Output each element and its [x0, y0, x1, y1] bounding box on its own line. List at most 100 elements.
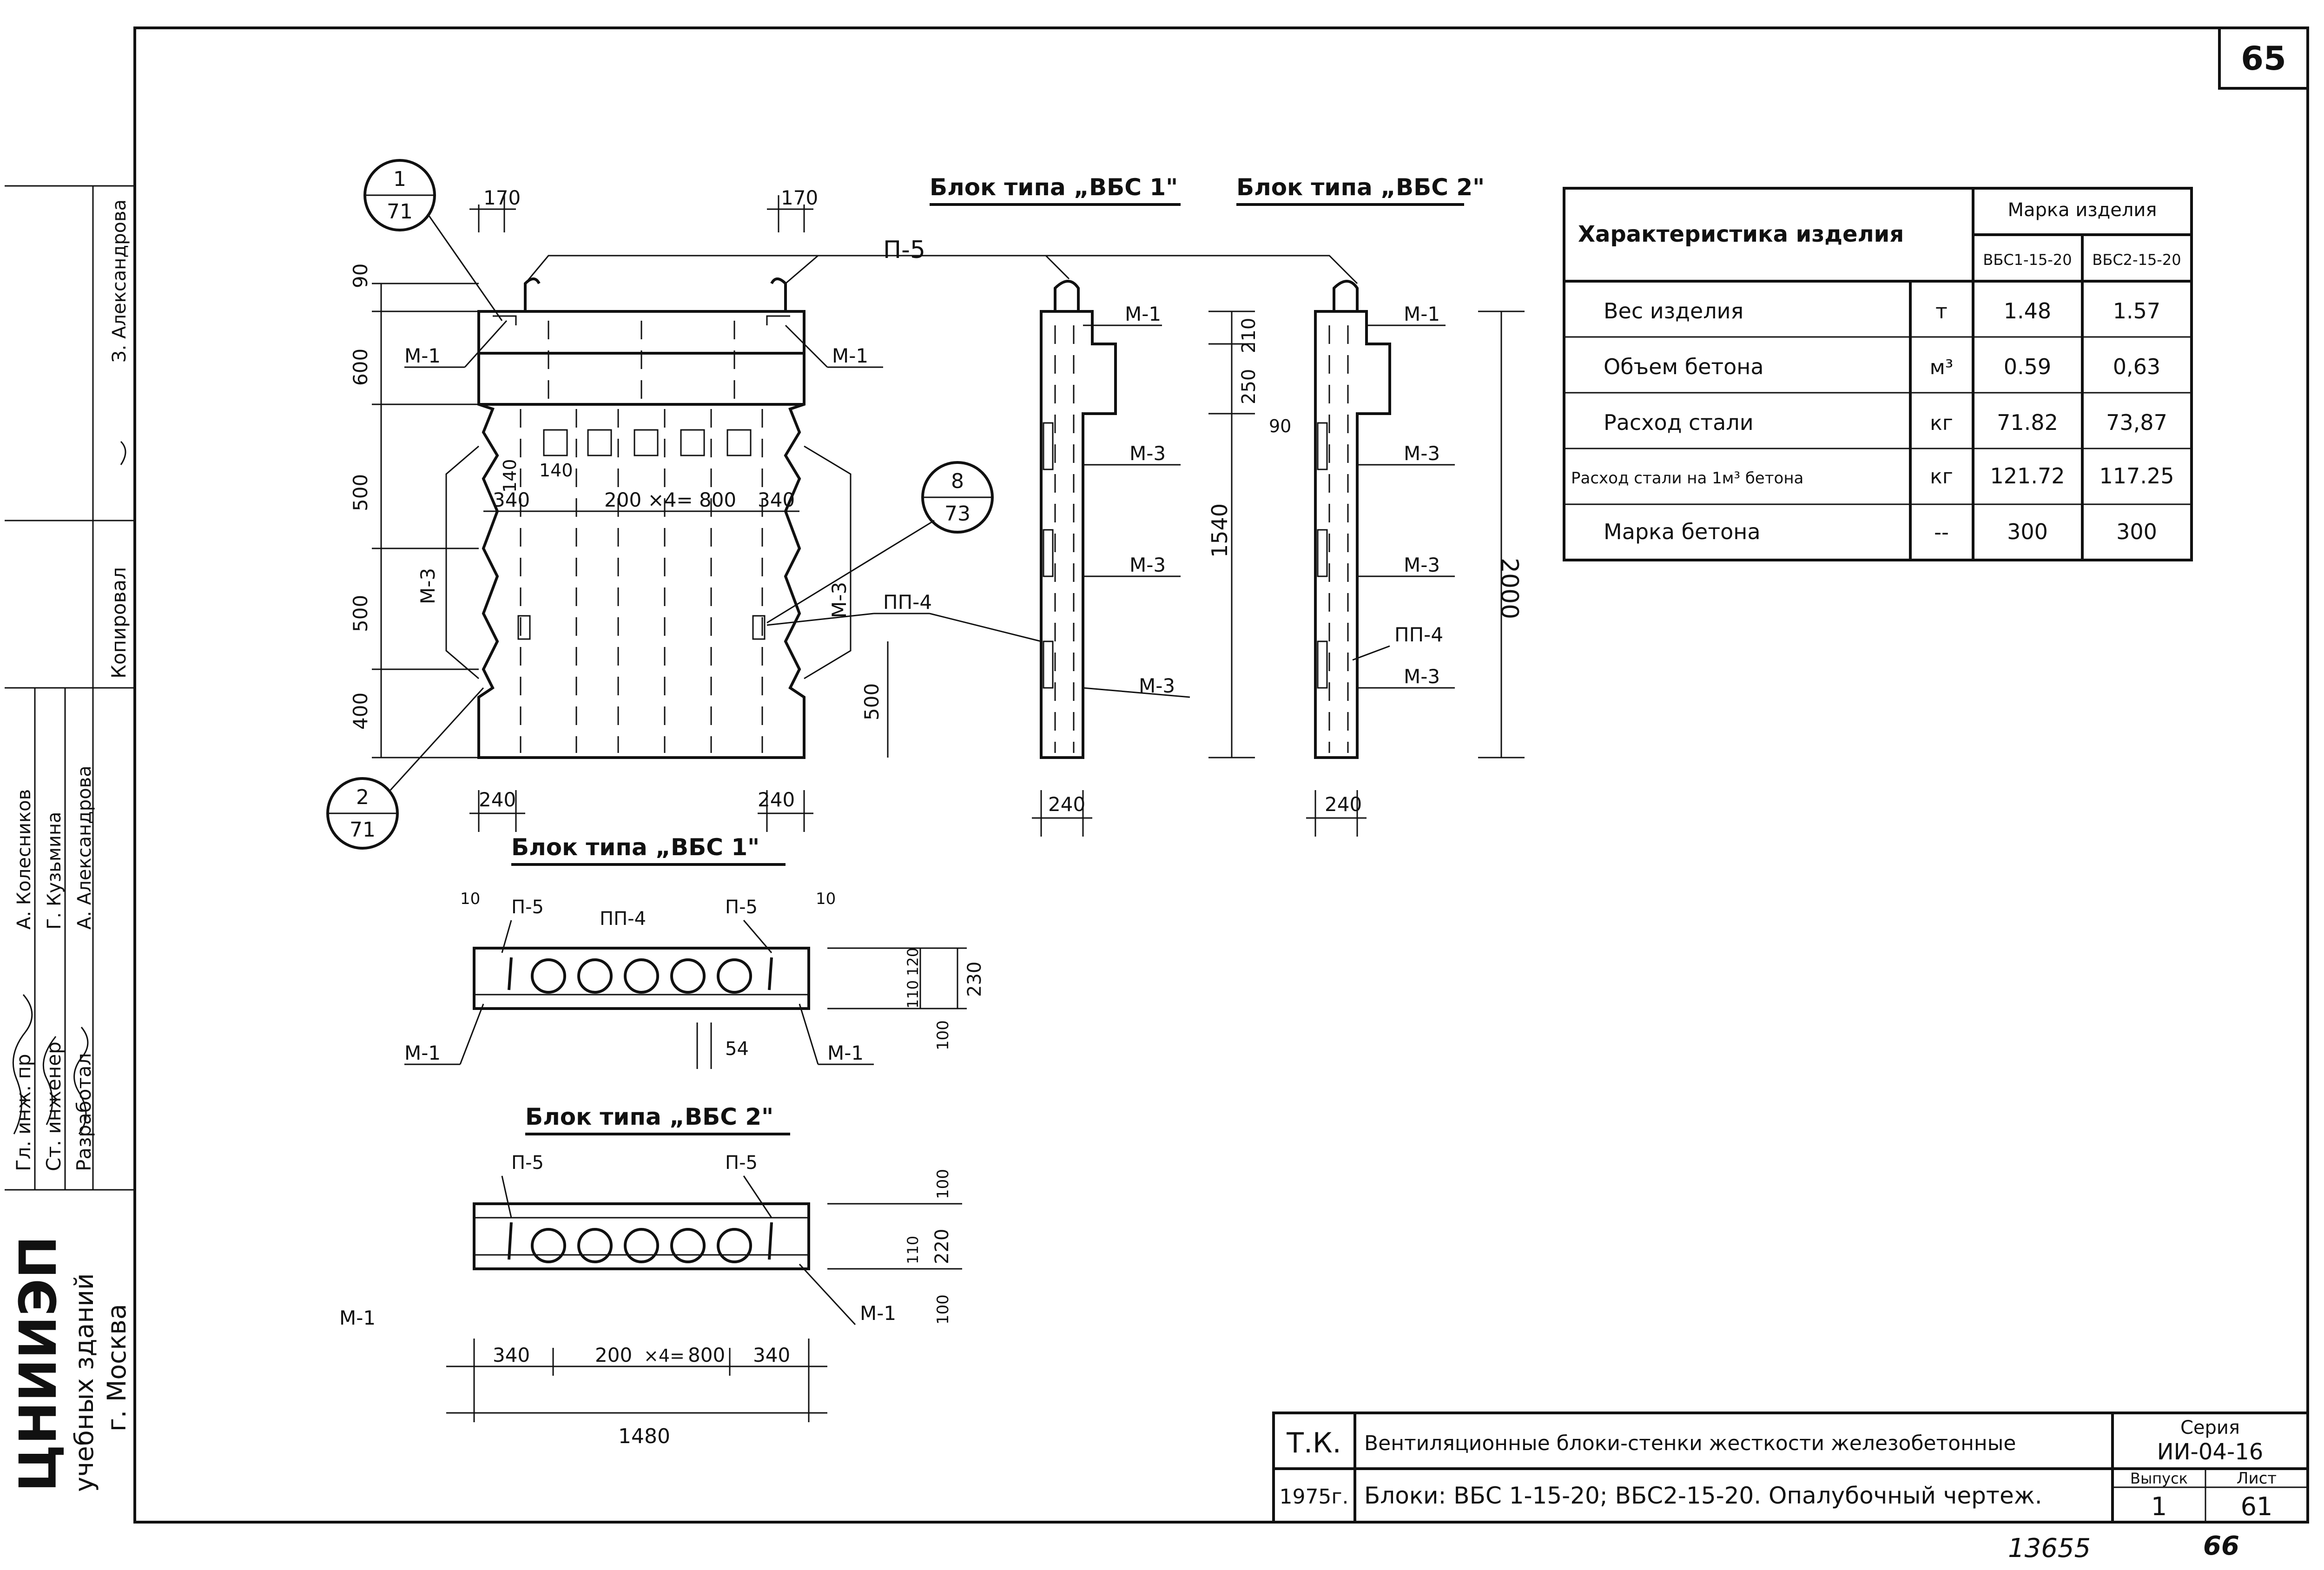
- row-3-unit: кг: [1930, 411, 1953, 435]
- heading-vbs2-elevation: Блок типа „ВБС 2": [1236, 174, 1485, 201]
- label-p5-top: П-5: [883, 236, 925, 264]
- label-m3-side2-b: М-3: [1404, 554, 1440, 576]
- dim-170-a: 170: [483, 186, 521, 209]
- label-p5-plan1-b: П-5: [725, 897, 758, 918]
- row-4-name: Расход стали на 1м³ бетона: [1571, 469, 1803, 488]
- series-value: ИИ-04-16: [2157, 1439, 2264, 1465]
- dim-200: 200: [595, 1344, 632, 1366]
- dim-500-c: 500: [860, 683, 883, 720]
- row-4-v1: 121.72: [1990, 463, 2065, 488]
- row-3-v2: 73,87: [2106, 410, 2167, 435]
- plan-vbs2: П-5 П-5 М-1 М-1 100 110 220 100 340 200 …: [339, 1152, 962, 1448]
- dim-140-v: 140: [500, 459, 520, 493]
- row-1-v2: 1.57: [2113, 298, 2160, 323]
- footer-num-left: 13655: [2008, 1533, 2091, 1563]
- sheet-value: 61: [2241, 1492, 2273, 1521]
- page-number-box: [2218, 26, 2309, 90]
- dim-210: 210: [1238, 318, 1260, 353]
- callout-1-71: 1 71: [363, 159, 503, 321]
- dim-340-d: 340: [753, 1344, 790, 1366]
- label-m1-plan1-a: М-1: [404, 1042, 441, 1064]
- row-4-v2: 117.25: [2100, 463, 2174, 488]
- stamp-name-3: А. Александрова: [74, 765, 95, 930]
- row-5-name: Марка бетона: [1604, 519, 1761, 544]
- signature-1: [12, 994, 33, 1135]
- stamp-org-line-2: учебных зданий: [69, 1273, 99, 1492]
- label-m3-side2-a: М-3: [1404, 442, 1440, 465]
- side-stamp: ЦНИИЭП учебных зданий г. Москва Гл. инж.…: [5, 185, 135, 1492]
- dim-340-c: 340: [493, 1344, 530, 1366]
- footer-num-right: 66: [2203, 1531, 2239, 1561]
- dim-90: 90: [349, 264, 372, 288]
- dim-1540: 1540: [1207, 503, 1232, 558]
- label-p5-plan2-b: П-5: [725, 1152, 758, 1174]
- label-m1-side1: М-1: [1125, 303, 1161, 325]
- label-m3-right: М-3: [828, 582, 851, 618]
- dim-200x4: 200 ×4= 800: [604, 488, 736, 511]
- label-m3-side1-c: М-3: [1139, 674, 1175, 697]
- page-number: 65: [2241, 40, 2286, 78]
- dim-54: 54: [725, 1038, 749, 1060]
- dim-100-c: 100: [934, 1294, 952, 1325]
- label-m1-side2: М-1: [1404, 303, 1440, 325]
- label-p5-plan2-a: П-5: [511, 1152, 544, 1174]
- dim-10-a: 10: [460, 890, 480, 908]
- row-2-v2: 0,63: [2113, 354, 2160, 379]
- stamp-role-3: Разработал: [73, 1053, 95, 1171]
- stamp-org-line-3: г. Москва: [102, 1304, 132, 1431]
- signature-3: [73, 1027, 89, 1135]
- row-5-unit: --: [1934, 521, 1949, 544]
- stamp-name-2: Г. Кузьмина: [44, 811, 65, 930]
- dim-250: 250: [1238, 369, 1260, 404]
- stamp-role-2: Ст. инженер: [42, 1042, 65, 1171]
- svg-text:71: 71: [350, 818, 376, 842]
- series-label: Серия: [2180, 1417, 2240, 1438]
- row-3-v1: 71.82: [1997, 410, 2058, 435]
- dim-110: 110: [904, 980, 922, 1009]
- dim-240-d: 240: [1325, 793, 1362, 816]
- svg-text:1: 1: [393, 167, 406, 191]
- dim-90-side: 90: [1269, 416, 1291, 436]
- dim-x4: ×4=: [644, 1346, 685, 1366]
- svg-text:8: 8: [951, 469, 964, 493]
- dim-170-b: 170: [781, 186, 818, 209]
- row-4-unit: кг: [1930, 465, 1953, 488]
- title-line-1: Вентиляционные блоки-стенки жесткости же…: [1364, 1431, 2016, 1455]
- dim-240-a: 240: [479, 788, 516, 811]
- signature-2: [42, 1036, 57, 1125]
- title-line-2: Блоки: ВБС 1-15-20; ВБС2-15-20. Опалубоч…: [1364, 1482, 2042, 1509]
- stamp-copied-label: Копировал: [107, 567, 130, 679]
- label-m1-right: М-1: [832, 344, 868, 367]
- title-year: 1975г.: [1279, 1485, 1348, 1509]
- label-m1-plan1-b: М-1: [827, 1042, 864, 1064]
- dim-600: 600: [349, 349, 372, 386]
- dim-100-a: 100: [934, 1020, 952, 1050]
- dim-500-b: 500: [349, 595, 372, 632]
- table-col2: ВБС2-15-20: [2092, 251, 2181, 269]
- label-pp4-front: ПП-4: [883, 591, 932, 613]
- svg-text:73: 73: [944, 502, 971, 526]
- stamp-copied-name: З. Александрова: [109, 199, 130, 363]
- title-block: Т.К. 1975г. Вентиляционные блоки-стенки …: [1272, 1412, 2309, 1524]
- dim-500-a: 500: [349, 474, 372, 511]
- label-pp4-plan1: ПП-4: [600, 908, 646, 930]
- heading-vbs1-plan: Блок типа „ВБС 1": [511, 834, 759, 861]
- label-m1-plan2-a: М-1: [339, 1306, 376, 1329]
- page-frame: [133, 26, 2309, 1524]
- stamp-role-1: Гл. инж. пр: [12, 1054, 35, 1171]
- signature-4: [120, 441, 126, 465]
- label-pp4-side2: ПП-4: [1394, 623, 1443, 646]
- heading-vbs1-elevation: Блок типа „ВБС 1": [930, 174, 1178, 201]
- row-5-v2: 300: [2116, 519, 2157, 544]
- dim-240-c: 240: [1048, 793, 1085, 816]
- row-1-unit: т: [1935, 300, 1948, 323]
- dim-100-b: 100: [934, 1169, 952, 1199]
- stamp-name-1: А. Колесников: [13, 789, 35, 930]
- row-5-v1: 300: [2007, 519, 2048, 544]
- row-1-name: Вес изделия: [1604, 298, 1743, 323]
- dim-120: 120: [904, 948, 922, 976]
- table-col1: ВБС1-15-20: [1983, 251, 2072, 269]
- table-header-right: Марка изделия: [2008, 199, 2157, 221]
- dim-340-a: 340: [493, 488, 530, 511]
- callout-2-71: 2 71: [326, 687, 484, 850]
